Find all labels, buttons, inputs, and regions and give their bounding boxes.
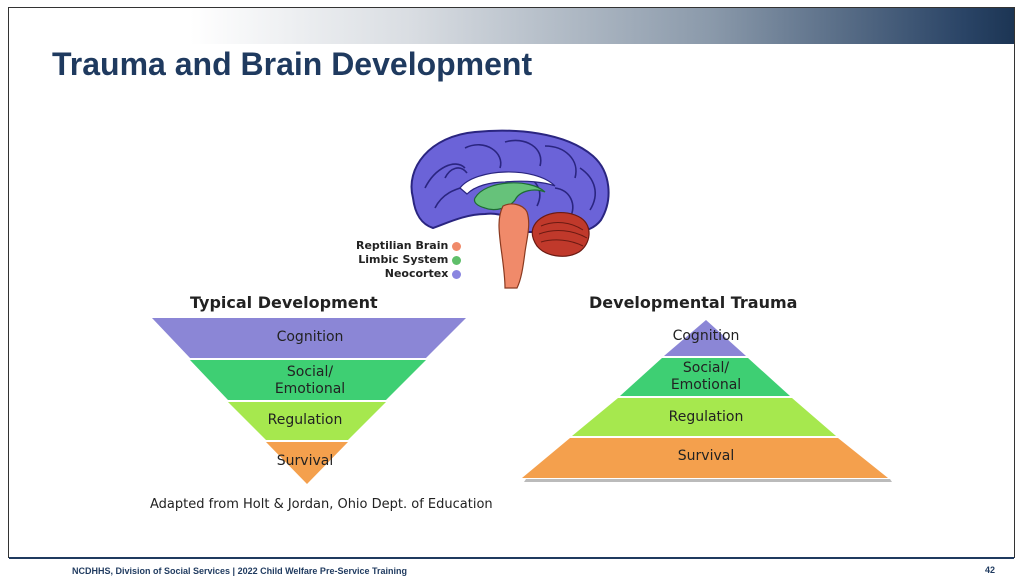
typical-label-cognition: Cognition	[276, 329, 344, 345]
trauma-label-survival: Survival	[677, 448, 735, 464]
cerebellum-shape	[531, 211, 590, 257]
reptilian-brainstem	[498, 203, 530, 289]
header-gradient-bar	[9, 8, 1014, 44]
legend-dot-icon	[452, 255, 462, 265]
trauma-label-regulation: Regulation	[668, 409, 744, 425]
slide-title: Trauma and Brain Development	[52, 46, 533, 82]
trauma-title: Developmental Trauma	[589, 293, 798, 312]
legend-label: Neocortex	[384, 267, 449, 280]
legend-label: Reptilian Brain	[356, 239, 449, 252]
brain-svg	[410, 129, 610, 289]
trauma-label-social: Social/ Emotional	[670, 360, 742, 393]
attribution-text: Adapted from Holt & Jordan, Ohio Dept. o…	[150, 497, 493, 512]
brain-illustration	[405, 128, 615, 290]
page-number: 42	[985, 565, 996, 575]
brain-legend: Reptilian Brain Limbic System Neocortex	[356, 239, 462, 281]
typical-title: Typical Development	[190, 293, 378, 312]
footer-text: NCDHHS, Division of Social Services | 20…	[72, 566, 407, 576]
corpus-callosum	[459, 171, 556, 195]
typical-label-survival: Survival	[276, 453, 334, 469]
legend-item-reptilian: Reptilian Brain	[356, 239, 462, 253]
legend-dot-icon	[452, 269, 462, 279]
legend-item-limbic: Limbic System	[356, 253, 462, 267]
legend-dot-icon	[452, 241, 462, 251]
cerebellum-folds	[538, 222, 588, 247]
legend-label: Limbic System	[358, 253, 449, 266]
footer-rule	[9, 557, 1014, 559]
limbic-shape	[473, 182, 546, 211]
typical-label-regulation: Regulation	[267, 412, 343, 428]
trauma-label-cognition: Cognition	[672, 328, 740, 344]
legend-item-neocortex: Neocortex	[356, 267, 462, 281]
typical-label-social: Social/ Emotional	[274, 364, 346, 397]
